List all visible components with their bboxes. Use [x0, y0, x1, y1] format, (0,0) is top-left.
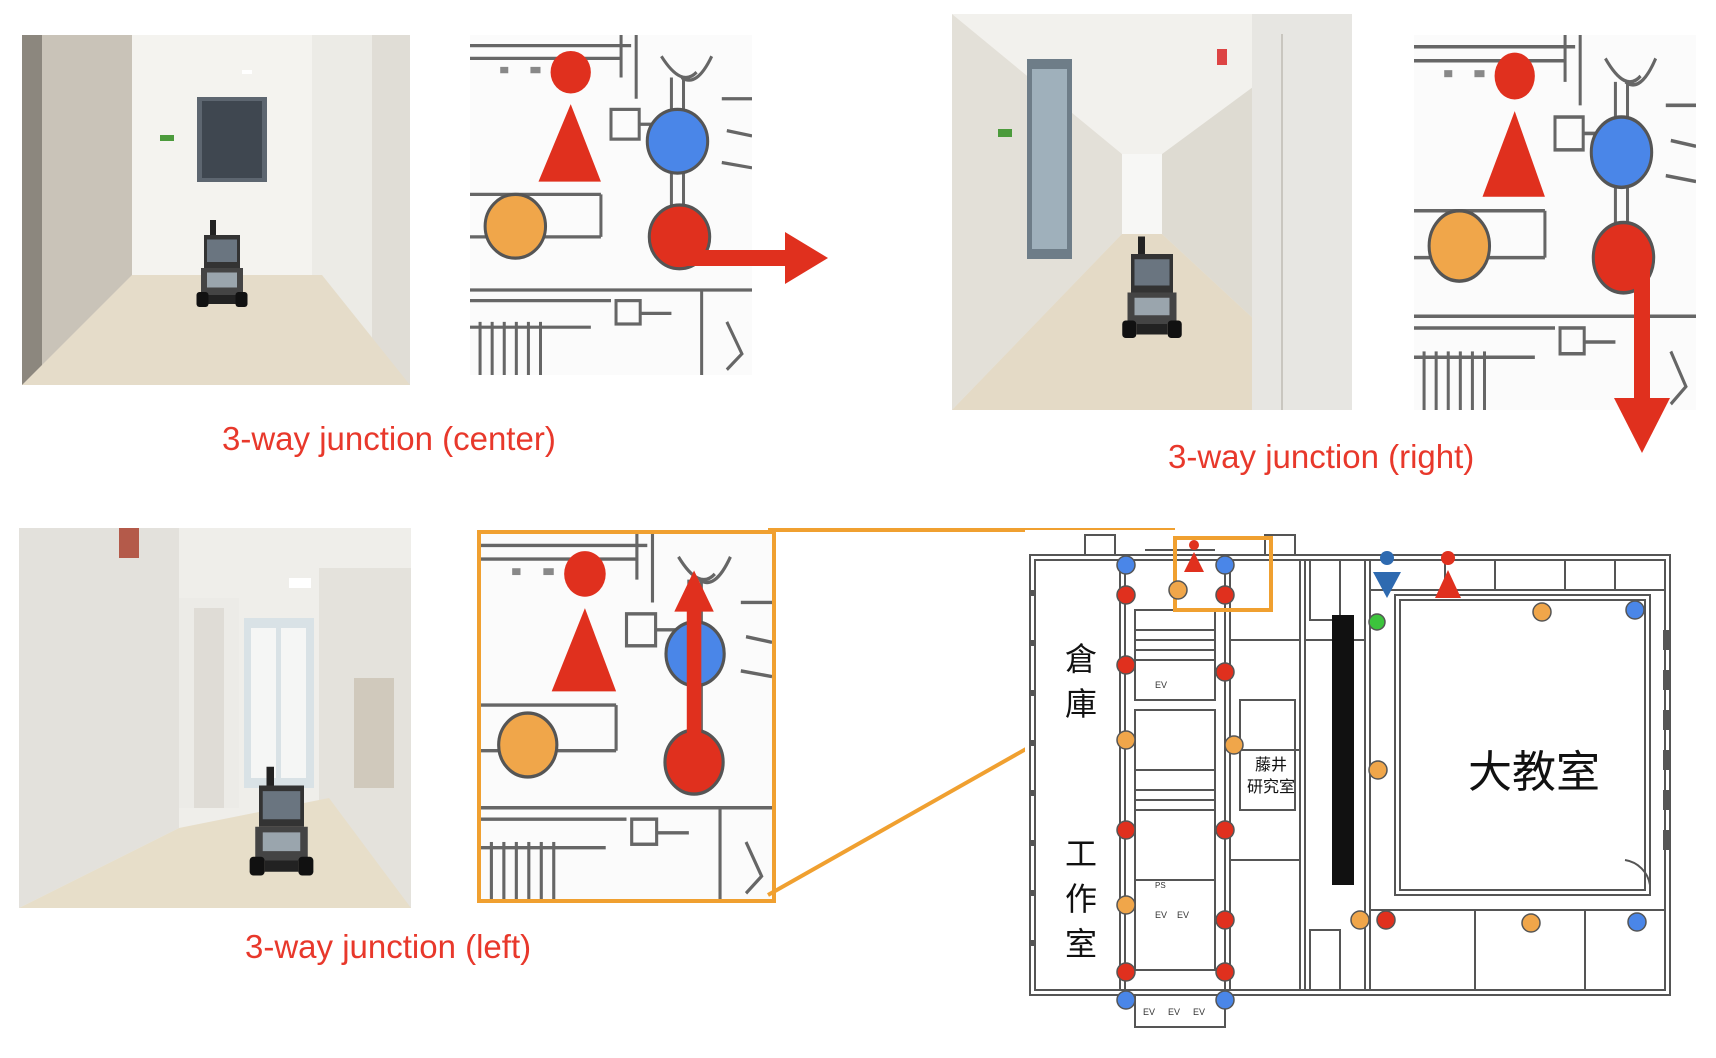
node-red [1376, 910, 1396, 930]
room-storage-1: 倉 [1065, 640, 1097, 678]
highlight-box [1173, 536, 1273, 612]
node-orange [1116, 895, 1136, 915]
node-orange [1168, 580, 1188, 600]
node-green [1368, 613, 1386, 631]
node-red [1116, 655, 1136, 675]
node-orange [1521, 913, 1541, 933]
node-blue [1627, 912, 1647, 932]
restroom-female-icon [1482, 111, 1545, 197]
map-zoom-right [1414, 35, 1696, 410]
ev-label-3: EV [1177, 910, 1189, 920]
map-zoom-center [470, 35, 752, 375]
restroom-male-icon [1373, 572, 1401, 598]
node-orange [1532, 602, 1552, 622]
room-workshop-3: 室 [1065, 925, 1097, 963]
photo-junction-left [19, 528, 411, 908]
node-blue [1215, 555, 1235, 575]
node-blue [645, 107, 710, 175]
node-red [1215, 820, 1235, 840]
restroom-female-icon [1435, 570, 1461, 598]
node-blue [1116, 555, 1136, 575]
node-orange [1224, 735, 1244, 755]
floorplan: EV EV EV EV EV EV PS 倉 庫 工 作 室 藤井 研究室 大教… [1025, 530, 1685, 1030]
shaft [1332, 615, 1354, 885]
node-blue [1116, 990, 1136, 1010]
arrow-right-icon [680, 232, 828, 284]
node-red [1116, 962, 1136, 982]
node-red [1215, 662, 1235, 682]
restroom-female-icon [538, 104, 601, 182]
caption-center: 3-way junction (center) [222, 420, 556, 457]
ps-label: PS [1155, 881, 1166, 890]
restroom-female-icon [551, 608, 617, 692]
node-red [1116, 585, 1136, 605]
map-zoom-left [477, 530, 776, 903]
arrow-down-icon [1614, 255, 1670, 453]
photo-junction-right [952, 14, 1352, 410]
restroom-female-icon [1184, 552, 1204, 572]
caption-left: 3-way junction (left) [245, 928, 532, 965]
room-lab-1: 藤井 [1255, 755, 1287, 774]
node-orange [1368, 760, 1388, 780]
ev-label-1: EV [1155, 680, 1167, 690]
ev-label-4: EV [1143, 1007, 1155, 1017]
node-orange [1116, 730, 1136, 750]
room-lab-2: 研究室 [1247, 777, 1295, 796]
person-head-marker [1494, 52, 1535, 100]
node-blue [1589, 115, 1654, 190]
node-red [1215, 585, 1235, 605]
room-workshop-1: 工 [1065, 835, 1097, 873]
node-orange [497, 711, 559, 779]
node-orange [1350, 910, 1370, 930]
node-orange [483, 192, 548, 260]
node-orange [1427, 209, 1492, 283]
caption-right: 3-way junction (right) [1168, 438, 1475, 475]
node-red [1215, 962, 1235, 982]
ev-label-6: EV [1193, 1007, 1205, 1017]
person-head-marker [564, 551, 606, 597]
ev-label-2: EV [1155, 910, 1167, 920]
photo-junction-center [22, 35, 410, 385]
node-blue [1215, 990, 1235, 1010]
person-head-marker [550, 50, 591, 94]
room-lecture: 大教室 [1468, 747, 1600, 798]
room-storage-2: 庫 [1065, 685, 1097, 723]
ev-label-5: EV [1168, 1007, 1180, 1017]
node-red [1116, 820, 1136, 840]
room-workshop-2: 作 [1065, 880, 1097, 918]
arrow-up-icon [686, 602, 702, 763]
node-blue [1625, 600, 1645, 620]
node-red [1215, 910, 1235, 930]
